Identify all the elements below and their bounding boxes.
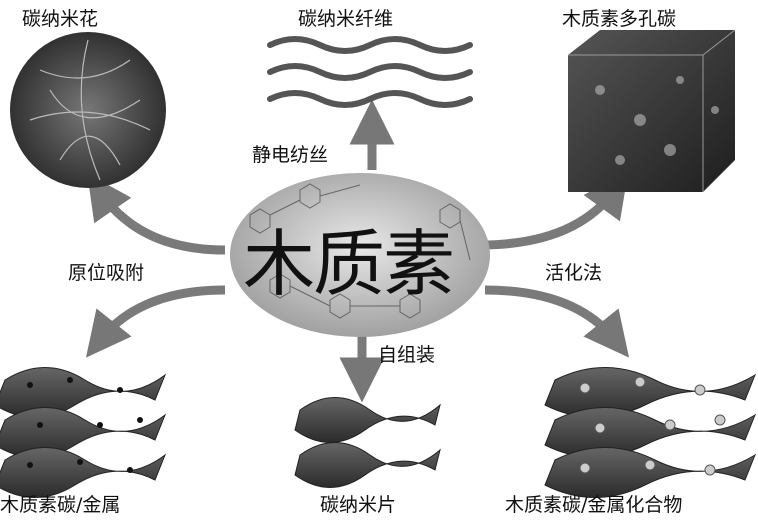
label-carbon-nanosheet: 碳纳米片 xyxy=(320,494,397,516)
label-self-assembly: 自组装 xyxy=(378,344,436,366)
center-title: 木质素 xyxy=(243,222,455,306)
label-carbon-nanofiber: 碳纳米纤维 xyxy=(298,8,394,30)
carbon-nanofiber-image xyxy=(267,36,473,108)
arrow-bottom-left xyxy=(85,285,226,358)
lignin-carbon-metal-image xyxy=(0,367,167,498)
molecular-structure xyxy=(249,183,471,319)
label-in-situ-adsorption: 原位吸附 xyxy=(68,262,145,284)
carbon-nanoflower-image xyxy=(10,32,166,188)
arrow-top-right xyxy=(479,171,629,250)
reaction-arrows xyxy=(85,99,630,403)
lignin-carbon-metal-compound-image xyxy=(544,367,757,498)
label-lignin-carbon-metal: 木质素碳/金属 xyxy=(0,494,121,516)
label-porous-carbon: 木质素多孔碳 xyxy=(562,8,677,30)
porous-carbon-image xyxy=(568,29,736,192)
arrow-top-left xyxy=(87,173,226,255)
label-electrospinning: 静电纺丝 xyxy=(252,144,329,166)
label-activation: 活化法 xyxy=(545,262,603,284)
label-carbon-nanoflower: 碳纳米花 xyxy=(22,8,99,30)
lignin-blob xyxy=(230,173,490,337)
arrow-bottom-right xyxy=(484,285,630,358)
label-lignin-carbon-metal-compound: 木质素碳/金属化合物 xyxy=(505,494,683,516)
carbon-nanosheet-image xyxy=(294,397,441,488)
